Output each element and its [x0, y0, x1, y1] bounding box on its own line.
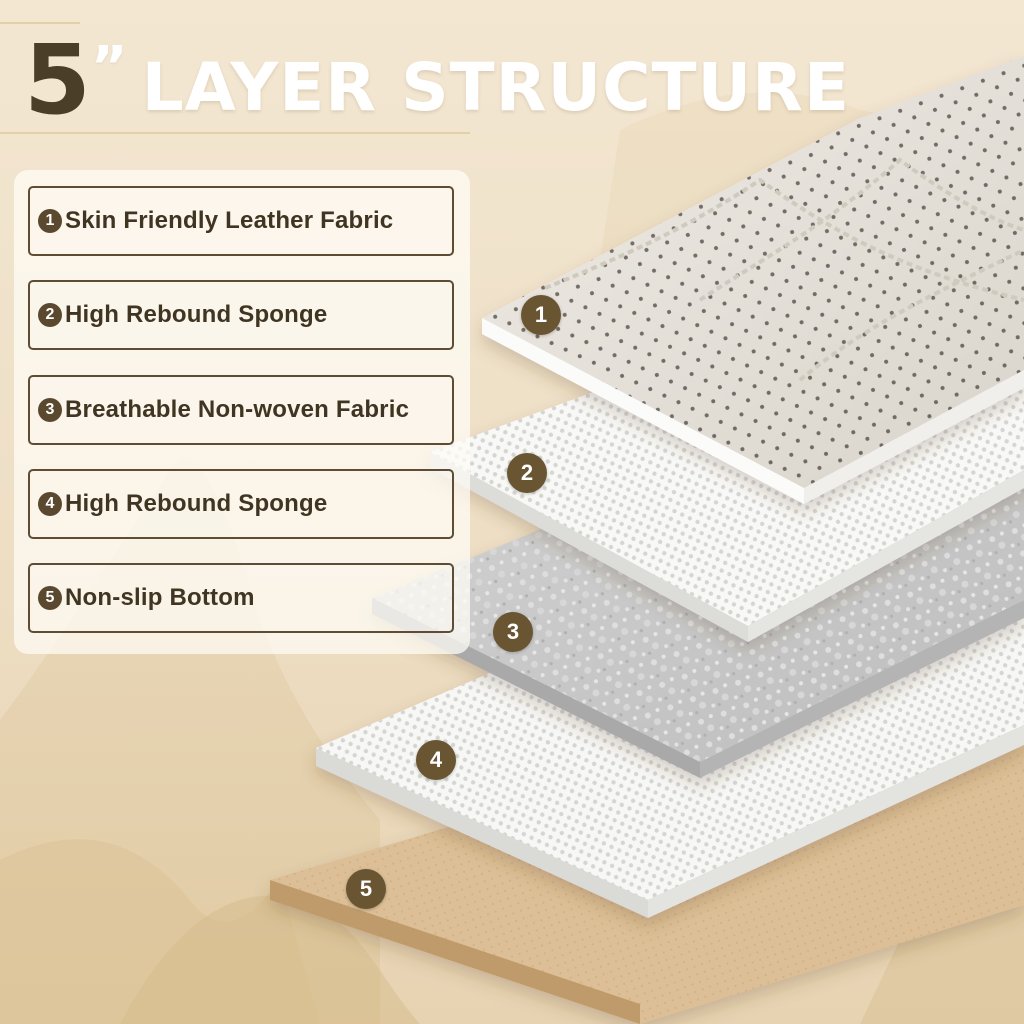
legend-panel: 1 Skin Friendly Leather Fabric 2 High Re… — [14, 170, 470, 654]
title-text: LAYER STRUCTURE — [141, 49, 851, 126]
legend-number-5: 5 — [38, 586, 62, 610]
layer-1-leather — [482, 56, 1024, 504]
legend-item-2: 2 High Rebound Sponge — [28, 280, 454, 350]
legend-item-5: 5 Non-slip Bottom — [28, 563, 454, 633]
legend-label-3: Breathable Non-woven Fabric — [65, 396, 410, 423]
layer-badge-1: 1 — [521, 295, 561, 335]
legend-number-1: 1 — [38, 209, 62, 233]
layer-badge-2: 2 — [507, 453, 547, 493]
legend-item-1: 1 Skin Friendly Leather Fabric — [28, 186, 454, 256]
legend-item-4: 4 High Rebound Sponge — [28, 469, 454, 539]
title-inch-mark: ” — [90, 35, 128, 100]
legend-label-4: High Rebound Sponge — [65, 490, 328, 517]
title-line-bottom — [0, 132, 470, 134]
layer-badge-3: 3 — [493, 612, 533, 652]
legend-number-4: 4 — [38, 492, 62, 516]
layer-badge-5: 5 — [346, 869, 386, 909]
legend-label-2: High Rebound Sponge — [65, 301, 328, 328]
legend-number-2: 2 — [38, 303, 62, 327]
page-title: 5 ” LAYER STRUCTURE — [24, 28, 850, 128]
legend-label-5: Non-slip Bottom — [65, 584, 255, 611]
legend-label-1: Skin Friendly Leather Fabric — [65, 207, 394, 234]
legend-number-3: 3 — [38, 398, 62, 422]
legend-item-3: 3 Breathable Non-woven Fabric — [28, 375, 454, 445]
title-line-top — [0, 22, 80, 24]
title-number: 5 — [24, 24, 91, 136]
layer-badge-4: 4 — [416, 740, 456, 780]
